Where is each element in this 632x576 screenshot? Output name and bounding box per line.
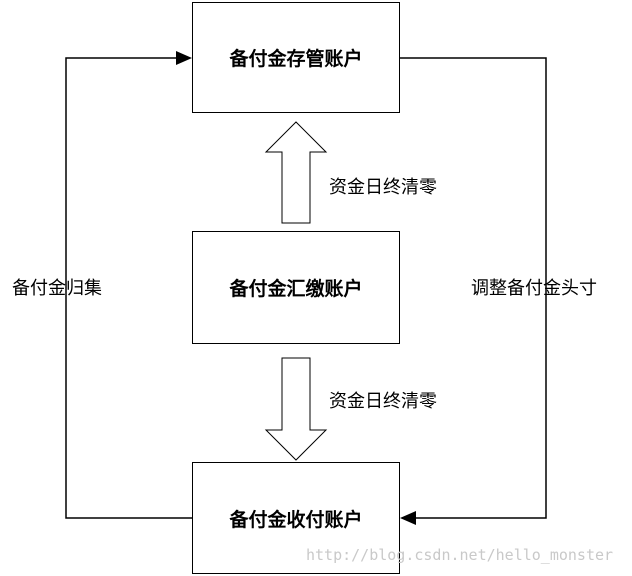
node-custody-account-label: 备付金存管账户 [229,48,363,70]
node-payment-account-label: 备付金收付账户 [229,508,363,531]
down-block-arrow [264,357,328,461]
label-middle-to-top: 资金日终清零 [329,177,437,198]
node-payment-account: 备付金收付账户 [192,462,400,574]
up-block-arrow [264,121,328,224]
node-collection-account: 备付金汇缴账户 [192,231,400,344]
right-loop-line [400,57,547,519]
label-left-loop: 备付金归集 [12,278,102,299]
label-right-loop: 调整备付金头寸 [471,278,597,299]
label-middle-to-bottom: 资金日终清零 [329,391,437,412]
watermark: http://blog.csdn.net/hello_monster [306,546,614,564]
node-custody-account: 备付金存管账户 [192,2,400,113]
node-collection-account-label: 备付金汇缴账户 [229,278,363,300]
right-loop-arrowhead [400,511,416,525]
left-loop-line [65,57,192,519]
left-loop-arrowhead [176,51,192,65]
